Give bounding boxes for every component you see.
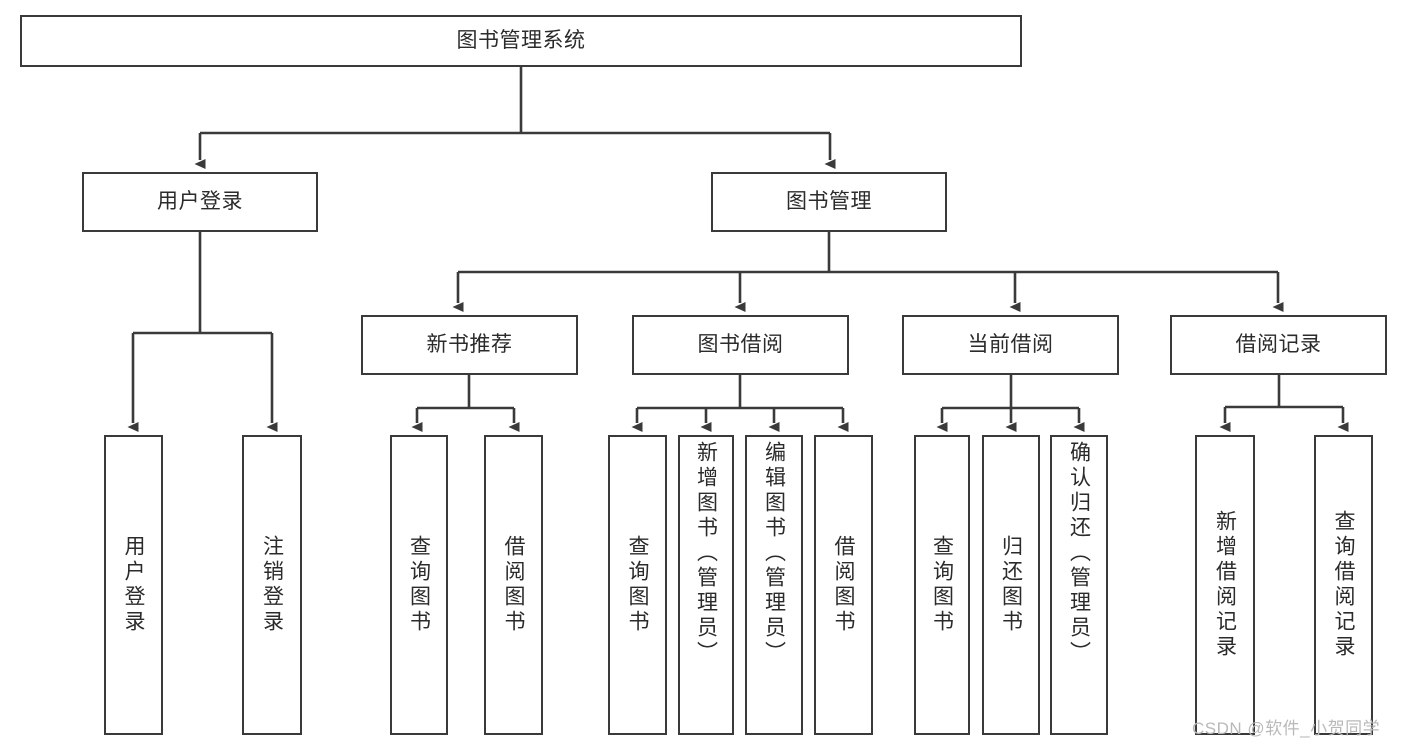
node-book-borrow[interactable]: 图书借阅 [632,315,849,375]
node-label: 查询图书 [407,535,431,635]
node-label: 查询借阅记录 [1332,510,1355,660]
node-label: 确认归还（管理员） [1067,441,1091,666]
node-user-login[interactable]: 用户登录 [82,172,318,232]
node-current-borrow[interactable]: 当前借阅 [902,315,1119,375]
node-label: 查询图书 [930,535,954,635]
node-label: 图书管理 [786,189,872,213]
node-label: 用户登录 [122,535,145,635]
leaf-logout[interactable]: 注销登录 [242,435,302,735]
node-label: 注销登录 [260,535,284,635]
node-label: 归还图书 [999,535,1023,635]
leaf-recommend-borrow-book[interactable]: 借阅图书 [484,435,543,735]
node-label: 新增借阅记录 [1213,510,1237,660]
node-borrow-record[interactable]: 借阅记录 [1170,315,1387,375]
leaf-borrow-borrow-book[interactable]: 借阅图书 [814,435,873,735]
node-label: 查询图书 [626,535,649,635]
node-root-book-management-system[interactable]: 图书管理系统 [20,15,1022,67]
node-label: 图书管理系统 [456,28,586,52]
node-label: 图书借阅 [697,332,784,356]
leaf-current-return-book[interactable]: 归还图书 [982,435,1040,735]
leaf-record-add-borrow-record[interactable]: 新增借阅记录 [1195,435,1255,735]
leaf-borrow-edit-book-admin[interactable]: 编辑图书（管理员） [745,435,803,735]
node-new-book-recommend[interactable]: 新书推荐 [361,315,578,375]
node-label: 借阅记录 [1235,332,1322,356]
node-label: 用户登录 [157,189,243,213]
leaf-borrow-query-book[interactable]: 查询图书 [608,435,667,735]
leaf-recommend-query-book[interactable]: 查询图书 [390,435,448,735]
node-label: 新增图书（管理员） [694,441,718,666]
node-label: 编辑图书（管理员） [762,441,786,666]
leaf-record-query-borrow-record[interactable]: 查询借阅记录 [1314,435,1373,735]
leaf-user-login[interactable]: 用户登录 [104,435,163,735]
node-label: 当前借阅 [967,332,1054,356]
leaf-current-confirm-return-admin[interactable]: 确认归还（管理员） [1050,435,1108,735]
watermark: CSDN @软件_小贺同学 [1192,719,1381,738]
node-label: 借阅图书 [502,535,525,635]
node-book-management[interactable]: 图书管理 [711,172,947,232]
leaf-borrow-add-book-admin[interactable]: 新增图书（管理员） [678,435,734,735]
node-label: 新书推荐 [426,332,513,356]
node-label: 借阅图书 [832,535,855,635]
leaf-current-query-book[interactable]: 查询图书 [914,435,970,735]
